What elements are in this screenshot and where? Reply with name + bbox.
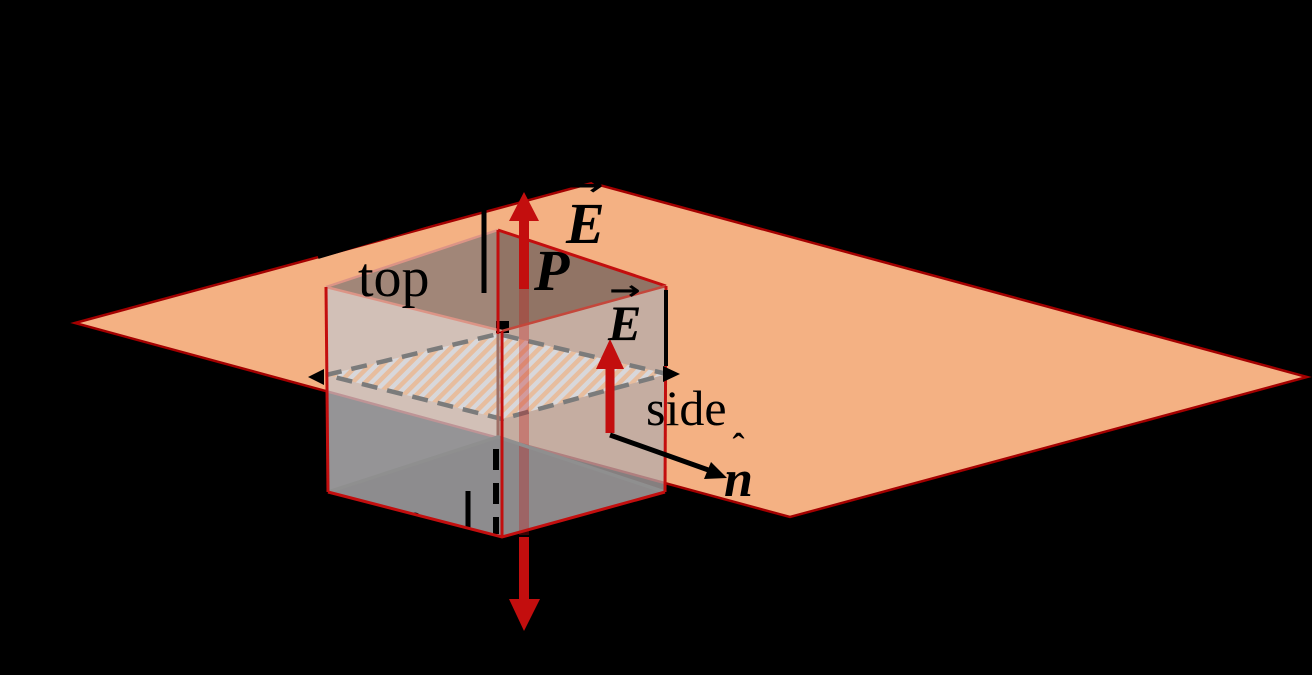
field-arrow-side-face (596, 339, 624, 433)
e-field-letter-side: E (608, 295, 642, 352)
top-front-left-edge (325, 285, 503, 333)
vector-arrow-icon: → (608, 276, 641, 306)
point-p-label: P (534, 238, 570, 303)
normal-vector-arrow (609, 432, 727, 479)
normal-vector-label: ˆ n (724, 428, 753, 509)
right-arrowhead (663, 366, 680, 382)
e-field-label-top: → E (566, 168, 605, 256)
top-back-left-edge (325, 228, 499, 289)
vector-arrow-icon: → (567, 168, 604, 203)
e-field-label-side: → E (608, 276, 642, 352)
left-arrowhead (308, 369, 324, 385)
field-arrow-above-plane (509, 192, 539, 289)
e-field-letter-top: E (566, 190, 605, 256)
left-vertical-edge (324, 286, 330, 493)
field-arrow-below-plane (509, 537, 540, 631)
plane-edge-line (317, 174, 589, 259)
top-front-right-edge (501, 284, 667, 333)
cube-top-face (326, 230, 666, 331)
cube-bottom-back-edges (327, 435, 666, 494)
top-face-label: top (358, 247, 430, 309)
side-face-label: side (646, 380, 727, 436)
cube-edges (324, 228, 668, 539)
plane-extent-arrowheads (308, 366, 680, 385)
normal-letter: n (724, 451, 753, 509)
bottom-front-edges (327, 490, 666, 539)
